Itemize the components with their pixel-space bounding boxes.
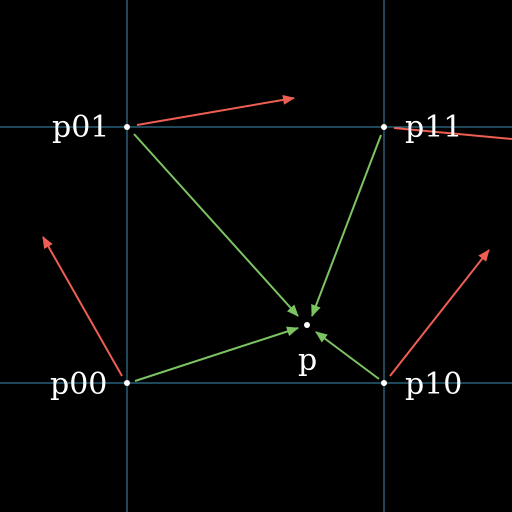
label-p: p <box>298 343 317 378</box>
point-p00 <box>124 380 130 386</box>
gradient-arrow-p00 <box>42 236 123 377</box>
offset-arrow-p10 <box>315 331 380 380</box>
label-p01: p01 <box>52 110 109 145</box>
gradient-arrow-p01 <box>136 94 295 126</box>
point-p <box>304 322 310 328</box>
point-p11 <box>381 124 387 130</box>
point-p01 <box>124 124 130 130</box>
label-p10: p10 <box>405 367 462 402</box>
label-p00: p00 <box>50 367 107 402</box>
gradient-arrow-p11 <box>393 127 512 140</box>
offset-arrow-p01 <box>133 133 299 317</box>
gradient-arrow-p10 <box>389 249 490 377</box>
label-p11: p11 <box>405 110 462 145</box>
offset-arrow-p00 <box>134 326 299 382</box>
offset-arrow-p11 <box>311 134 382 317</box>
point-p10 <box>381 380 387 386</box>
